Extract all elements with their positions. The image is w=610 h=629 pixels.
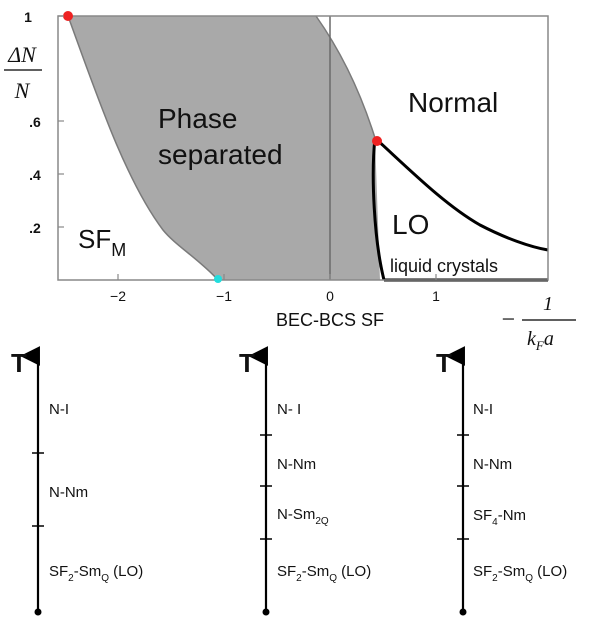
x-axis-label-denominator: kFa — [527, 328, 554, 353]
lo-left-boundary — [371, 137, 386, 281]
temperature-axis-label: T — [436, 348, 452, 378]
region-label-lo: LO — [392, 209, 429, 240]
region-label-sf-m: SFM — [78, 224, 126, 260]
y-tick-label: .4 — [29, 167, 41, 183]
x-tick-label: 0 — [326, 288, 334, 304]
y-axis-label-denominator: N — [14, 78, 31, 103]
transition-label: N-I — [473, 401, 493, 418]
y-tick-label: .2 — [29, 220, 41, 236]
temperature-axis-2: T N- I N-Nm N-Sm2Q SF2-SmQ (LO) — [239, 346, 371, 616]
y-tick-label: 1 — [24, 9, 32, 25]
x-axis-label-minus: − — [500, 307, 516, 333]
transition-label: SF2-SmQ (LO) — [277, 563, 371, 584]
transition-label: SF2-SmQ (LO) — [473, 563, 567, 584]
critical-point-top — [63, 11, 73, 21]
temperature-axis-1: T N-I N-Nm SF2-SmQ (LO) — [11, 346, 143, 616]
temperature-axis-3: T N-I N-Nm SF4-Nm SF2-SmQ (LO) — [436, 346, 567, 616]
y-ticks — [58, 15, 64, 228]
x-tick-label: 1 — [432, 288, 440, 304]
axis-origin-dot — [459, 608, 467, 616]
x-axis-label: BEC-BCS SF — [276, 310, 384, 330]
axis-origin-dot — [262, 608, 270, 616]
left-boundary — [67, 15, 219, 281]
transition-label: N-Nm — [473, 456, 512, 473]
transition-label: N-Nm — [49, 484, 88, 501]
plot-frame — [57, 15, 549, 281]
transition-label: SF4-Nm — [473, 507, 526, 528]
transition-label: N-Sm2Q — [277, 506, 329, 527]
region-label-liquid-crystals: liquid crystals — [390, 256, 498, 276]
region-label-normal: Normal — [408, 87, 498, 118]
lo-upper-boundary — [373, 136, 549, 252]
region-label-phase: Phase — [158, 103, 237, 134]
temperature-axis-label: T — [11, 348, 27, 378]
x-tick-label: −1 — [216, 288, 232, 304]
y-tick-label: .6 — [29, 114, 41, 130]
critical-point-lo — [372, 136, 382, 146]
transition-label: N-Nm — [277, 456, 316, 473]
tricritical-point — [214, 275, 222, 283]
transition-label: N-I — [49, 401, 69, 418]
temperature-axis-label: T — [239, 348, 255, 378]
y-axis-label-numerator: ΔN — [7, 42, 37, 67]
x-ticks — [117, 274, 437, 280]
x-tick-label: −2 — [110, 288, 126, 304]
axis-origin-dot — [34, 608, 42, 616]
phase-diagram: 1 .6 .4 .2 ΔN N −2 −1 0 1 BEC-BCS SF − 1… — [4, 9, 576, 353]
phase-separated-region — [68, 16, 380, 280]
transition-label: SF2-SmQ (LO) — [49, 563, 143, 584]
right-boundary — [315, 15, 376, 139]
region-label-separated: separated — [158, 139, 283, 170]
transition-label: N- I — [277, 401, 301, 418]
x-axis-label-numerator: 1 — [543, 293, 553, 315]
